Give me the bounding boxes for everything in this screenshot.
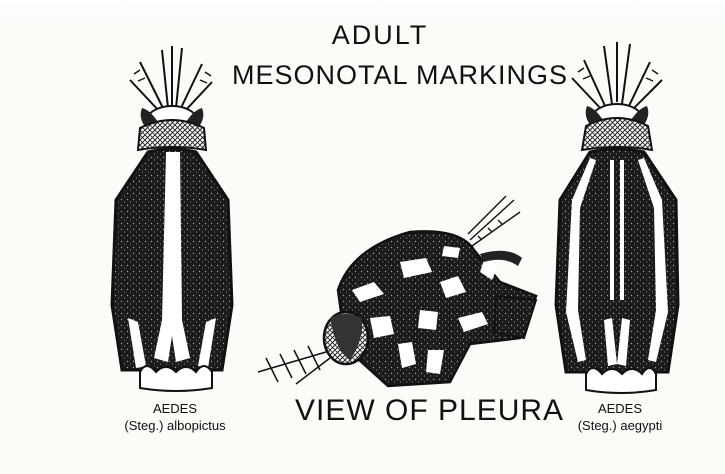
albopictus-mesonotum-drawing [112, 46, 232, 391]
albopictus-prothorax [138, 120, 206, 150]
pleura-wing-base [468, 196, 520, 246]
pleura-view-caption: VIEW OF PLEURA [295, 394, 555, 428]
albopictus-antennae [130, 46, 212, 112]
aegypti-mesonotum-drawing [556, 42, 678, 393]
aegypti-prothorax [582, 118, 652, 150]
albopictus-species-label: (Steg.) albopictus [110, 417, 240, 434]
pleura-lateral-drawing [258, 196, 536, 386]
aegypti-species-label: (Steg.) aegypti [565, 417, 675, 434]
figure-title-line-2: MESONOTAL MARKINGS [232, 60, 562, 91]
pleura-antenna [258, 346, 330, 384]
aegypti-scutellum [586, 368, 656, 393]
aegypti-antennae [572, 42, 662, 110]
aegypti-caption: AEDES (Steg.) aegypti [565, 400, 675, 434]
pleura-abdomen [494, 296, 536, 338]
albopictus-genus-label: AEDES [110, 400, 240, 417]
albopictus-caption: AEDES (Steg.) albopictus [110, 400, 240, 434]
aegypti-genus-label: AEDES [565, 400, 675, 417]
figure-title-line-1: ADULT [300, 20, 460, 51]
